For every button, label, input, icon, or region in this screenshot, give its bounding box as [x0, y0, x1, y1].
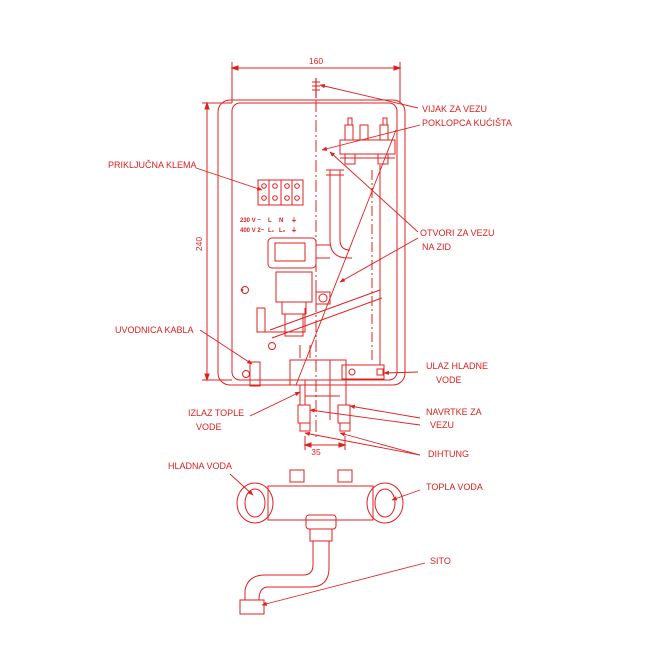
label-ulaz-2: VODE	[436, 375, 462, 385]
terminal-row1-l: L	[268, 218, 272, 224]
terminal-row2-l2: L₂	[279, 228, 286, 234]
dim-width: 160	[309, 56, 323, 66]
label-sito: SITO	[430, 556, 451, 566]
label-topla: TOPLA VODA	[426, 482, 483, 492]
label-dihtung: DIHTUNG	[428, 449, 469, 459]
label-uvodnica: UVODNICA KABLA	[115, 325, 194, 335]
label-izlaz-2: VODE	[196, 422, 222, 432]
terminal-row2-l1: L₁	[268, 228, 275, 234]
label-vijak-2: POKLOPCA KUĆIŠTA	[422, 118, 512, 128]
terminal-row2-voltage: 400 V 2~	[240, 228, 265, 234]
label-navrtke-1: NAVRTKE ZA	[426, 407, 482, 417]
dim-pipe-spacing: 35	[311, 447, 321, 457]
dim-height: 240	[194, 237, 204, 251]
label-otvori-2: NA ZID	[422, 242, 452, 252]
terminal-row2-earth: ⏚	[291, 227, 297, 234]
label-vijak-1: VIJAK ZA VEZU	[422, 104, 487, 114]
label-ulaz-1: ULAZ HLADNE	[426, 361, 488, 371]
terminal-row1-earth: ⏚	[291, 217, 297, 224]
leader-lines	[195, 84, 426, 606]
terminal-row1-voltage: 230 V ~	[240, 218, 261, 224]
terminal-row1-n: N	[279, 218, 283, 224]
label-klema: PRIKLJUČNA KLEMA	[108, 160, 197, 170]
label-otvori-1: OTVORI ZA VEZU	[420, 228, 495, 238]
mixer-faucet	[236, 469, 404, 615]
label-hladna: HLADNA VODA	[168, 461, 232, 471]
label-izlaz-1: IZLAZ TOPLE	[188, 408, 244, 418]
heater-housing	[202, 62, 406, 450]
label-navrtke-2: VEZU	[430, 420, 454, 430]
